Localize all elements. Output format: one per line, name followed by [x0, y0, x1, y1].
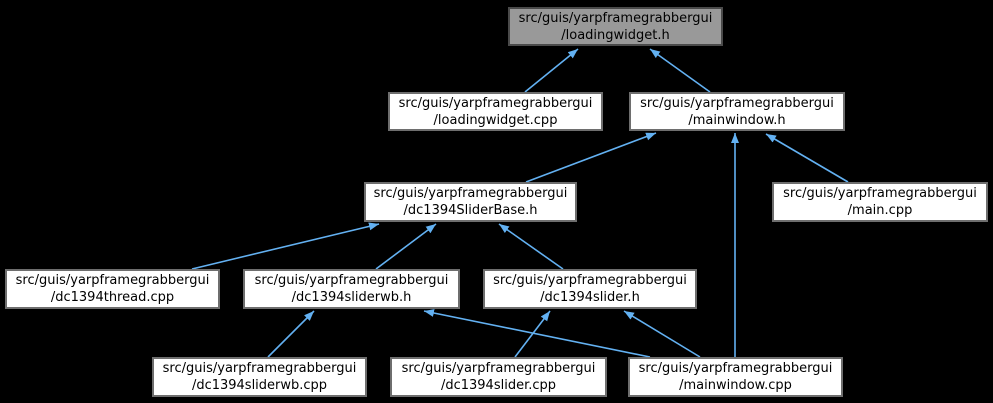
include-edge-dc1394sliderwb-h-to-dc1394sliderbase-h [375, 223, 437, 270]
node-label-line1: src/guis/yarpframegrabbergui [15, 273, 210, 288]
node-label-line2: /main.cpp [847, 203, 913, 218]
graph-node-mainwindow-h[interactable]: src/guis/yarpframegrabbergui/mainwindow.… [629, 92, 845, 131]
node-label-line2: /dc1394slider.h [540, 290, 640, 305]
node-label-line2: /dc1394slider.cpp [440, 378, 557, 393]
include-edge-dc1394sliderwb-cpp-to-dc1394sliderwb-h [267, 310, 315, 358]
graph-node-mainwindow-cpp[interactable]: src/guis/yarpframegrabbergui/mainwindow.… [628, 357, 843, 397]
node-label-line1: src/guis/yarpframegrabbergui [373, 186, 568, 201]
edges [191, 48, 849, 358]
node-label-line1: src/guis/yarpframegrabbergui [398, 95, 593, 111]
include-edge-loadingwidget-cpp-to-loadingwidget-h [524, 48, 579, 93]
node-label-line1: src/guis/yarpframegrabbergui [162, 361, 357, 376]
node-label-line2: /dc1394thread.cpp [50, 290, 175, 305]
graph-node-loadingwidget-h: src/guis/yarpframegrabbergui/loadingwidg… [508, 7, 723, 46]
graph-node-dc1394sliderwb-cpp[interactable]: src/guis/yarpframegrabbergui/dc1394slide… [152, 357, 367, 397]
include-edge-mainwindow-cpp-to-dc1394sliderwb-h [423, 309, 651, 358]
graph-node-dc1394slider-h[interactable]: src/guis/yarpframegrabbergui/dc1394slide… [483, 269, 697, 309]
node-label-line1: src/guis/yarpframegrabbergui [638, 361, 833, 376]
include-edge-dc1394thread-cpp-to-dc1394sliderbase-h [191, 222, 380, 270]
node-label-line2: /dc1394sliderwb.cpp [191, 378, 328, 393]
node-label-line1: src/guis/yarpframegrabbergui [640, 95, 834, 111]
graph-node-dc1394slider-cpp[interactable]: src/guis/yarpframegrabbergui/dc1394slide… [390, 357, 607, 397]
node-label-line2: /loadingwidget.cpp [433, 112, 558, 128]
node-label-line1: src/guis/yarpframegrabbergui [493, 273, 687, 288]
graph-node-dc1394sliderbase-h[interactable]: src/guis/yarpframegrabbergui/dc1394Slide… [364, 182, 577, 222]
node-label-line2: /dc1394sliderwb.h [291, 290, 412, 305]
graph-node-main-cpp[interactable]: src/guis/yarpframegrabbergui/main.cpp [772, 182, 988, 222]
include-edge-dc1394slider-h-to-dc1394sliderbase-h [498, 223, 564, 270]
node-label-line2: /mainwindow.cpp [679, 378, 792, 393]
node-label-line1: src/guis/yarpframegrabbergui [254, 273, 449, 288]
node-label-line2: /loadingwidget.h [561, 27, 670, 43]
graph-node-dc1394sliderwb-h[interactable]: src/guis/yarpframegrabbergui/dc1394slide… [243, 269, 460, 309]
node-label-line2: /mainwindow.h [688, 112, 786, 128]
node-label-line2: /dc1394SliderBase.h [403, 203, 538, 218]
node-label-line1: src/guis/yarpframegrabbergui [401, 361, 596, 376]
node-label-line1: src/guis/yarpframegrabbergui [518, 10, 713, 26]
include-edge-dc1394slider-cpp-to-dc1394slider-h [514, 310, 551, 358]
node-label-line1: src/guis/yarpframegrabbergui [783, 186, 977, 201]
include-edge-dc1394sliderbase-h-to-mainwindow-h [525, 132, 657, 183]
graph-node-loadingwidget-cpp[interactable]: src/guis/yarpframegrabbergui/loadingwidg… [388, 92, 603, 131]
include-edge-mainwindow-h-to-loadingwidget-h [649, 48, 711, 93]
include-edge-main-cpp-to-mainwindow-h [765, 133, 849, 183]
include-edge-mainwindow-cpp-to-dc1394slider-h [623, 310, 701, 358]
graph-node-dc1394thread-cpp[interactable]: src/guis/yarpframegrabbergui/dc1394threa… [5, 269, 220, 309]
